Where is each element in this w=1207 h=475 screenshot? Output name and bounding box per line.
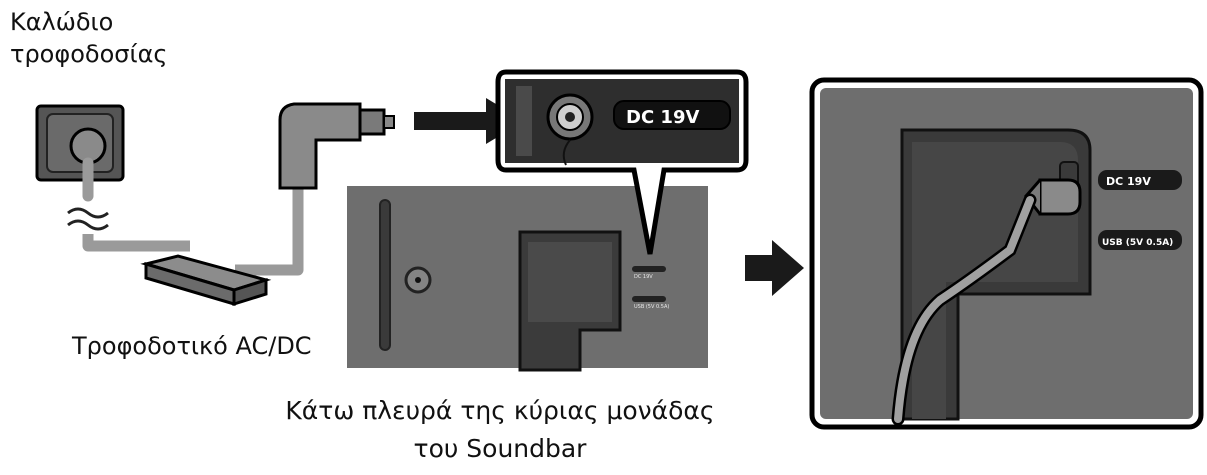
detail-dc-label: DC 19V [1106, 175, 1151, 188]
zoom-dc-label: DC 19V [626, 107, 699, 128]
ac-wave-icon [67, 207, 109, 231]
power-cable-label-line2: τροφοδοσίας [10, 40, 168, 68]
zoom-callout: DC 19V [495, 69, 749, 255]
arrow-right-icon [745, 240, 804, 296]
power-adapter-icon [140, 254, 272, 307]
adapter-label: Τροφοδοτικό AC/DC [72, 332, 312, 360]
connected-detail-panel: DC 19V USB (5V 0.5A) [809, 77, 1204, 430]
soundbar-bottom-label-line2: του Soundbar [413, 434, 587, 463]
soundbar-bottom-label: Κάτω πλευρά της κύριας μονάδας του Sound… [0, 392, 1000, 468]
dc-cable [235, 178, 304, 276]
detail-usb-label: USB (5V 0.5A) [1102, 238, 1173, 248]
soundbar-bottom-panel: DC 19V USB (5V 0.5A) [347, 186, 708, 372]
soundbar-bottom-label-line1: Κάτω πλευρά της κύριας μονάδας [285, 396, 715, 425]
panel-port-label-1: DC 19V [634, 274, 653, 280]
dc-plug-icon [278, 102, 395, 190]
power-cable-label: Καλώδιο τροφοδοσίας [10, 6, 168, 70]
power-cable-lower [82, 234, 190, 252]
panel-port-label-2: USB (5V 0.5A) [634, 304, 669, 310]
power-outlet-icon [35, 104, 125, 182]
power-cable-label-line1: Καλώδιο [10, 8, 114, 36]
